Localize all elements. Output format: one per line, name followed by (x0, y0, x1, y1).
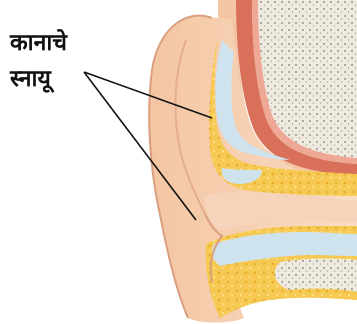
label-line-1: कानाचे (10, 28, 67, 58)
label-line-2: स्नायू (10, 64, 51, 94)
lower-bone (275, 259, 357, 292)
